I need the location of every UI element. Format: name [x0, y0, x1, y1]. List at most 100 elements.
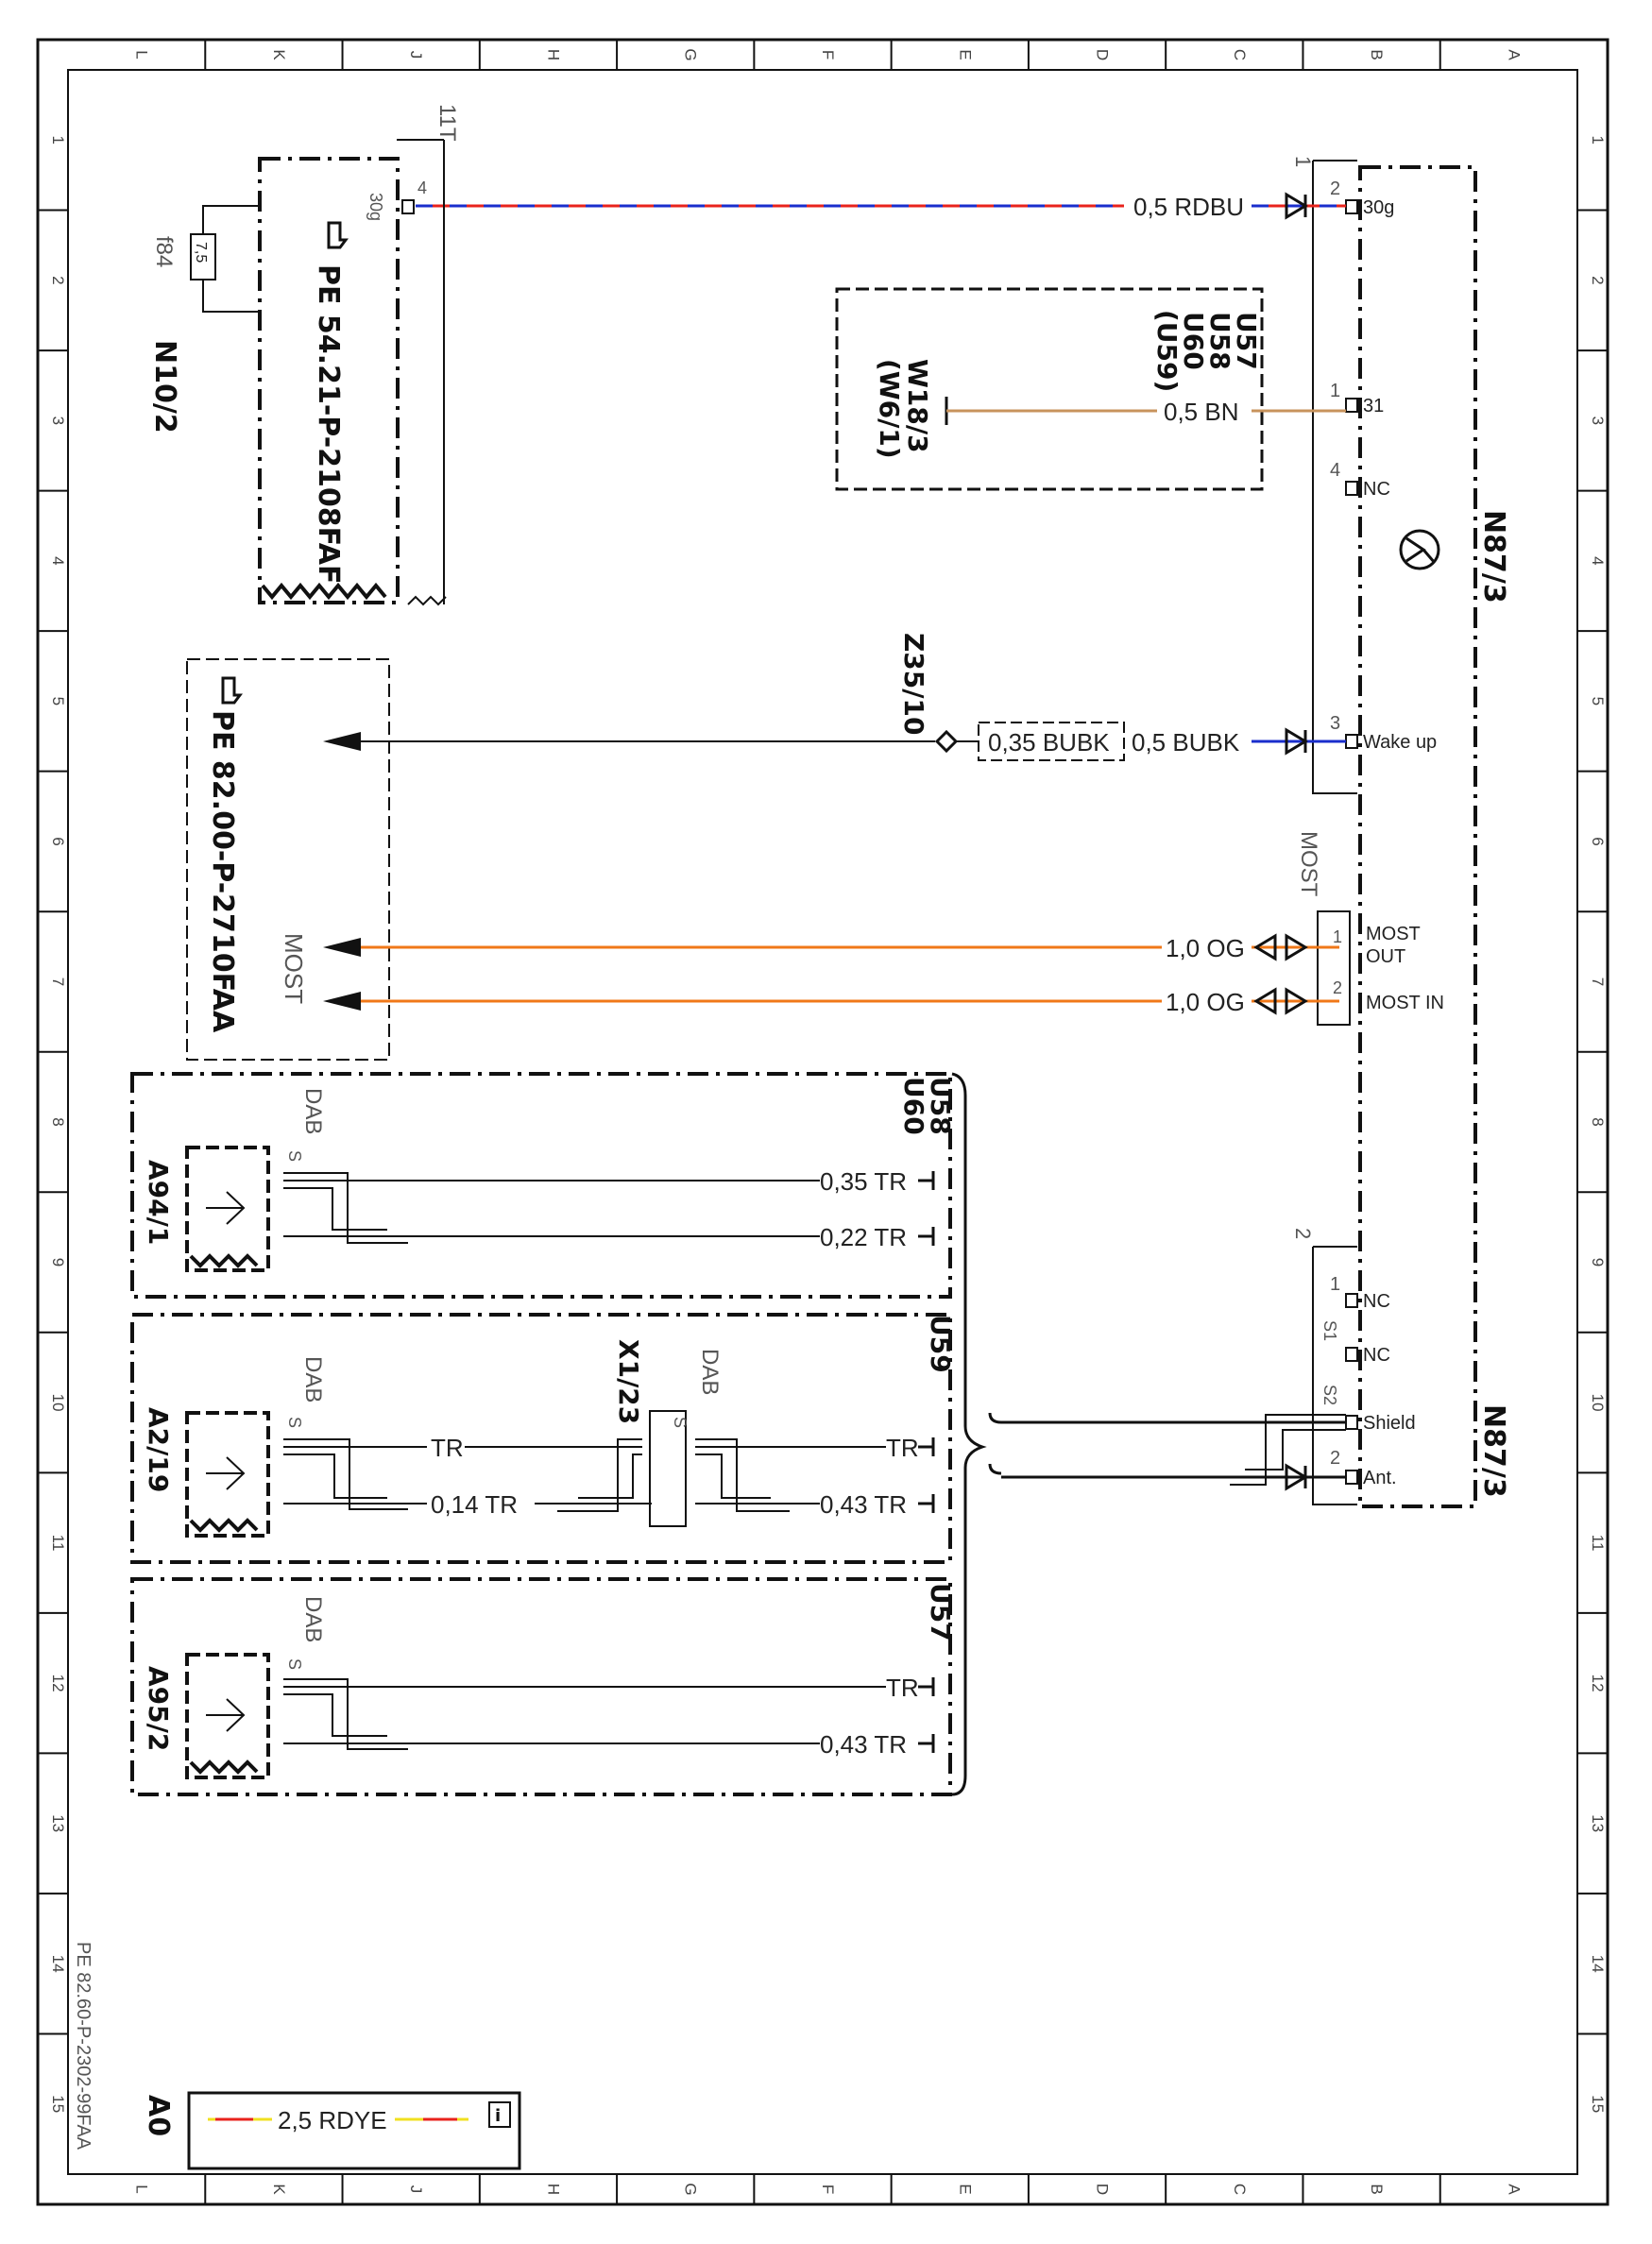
grid-row-left-5: 5: [49, 697, 67, 706]
dab-s-label-u58: S: [285, 1150, 304, 1162]
grid-col-bottom-L: L: [133, 2184, 151, 2193]
wire-og2-label: 1,0 OG: [1166, 988, 1245, 1016]
u-group-u59: (U59): [1151, 310, 1183, 392]
wire-og2-arrow-left: [323, 992, 361, 1011]
w18-label-2: (W6/1): [874, 359, 905, 459]
u58-label: U58: [925, 1077, 956, 1135]
hand-pointer-icon: [327, 221, 349, 249]
dab-s-label-u59: S: [285, 1417, 304, 1428]
most-connector-label: MOST: [1296, 831, 1321, 897]
n87-upper-connector: [1312, 161, 1357, 794]
a952-antenna-box: [185, 1653, 270, 1779]
wire-og1-arrow-left: [323, 938, 361, 957]
wire-og1-label: 1,0 OG: [1166, 934, 1245, 962]
x123-connector-box: [649, 1410, 687, 1527]
pin-30g-label: 30g: [1363, 197, 1394, 218]
grid-col-top-F: F: [819, 50, 837, 60]
grid-row-left-11: 11: [49, 1535, 67, 1552]
grid-row-left-3: 3: [49, 416, 67, 425]
dab-s-label-u57: S: [285, 1658, 304, 1670]
grid-row-left-2: 2: [49, 276, 67, 284]
grid-row-left-6: 6: [49, 837, 67, 845]
x123-shield-left: [557, 1438, 642, 1512]
grid-row-left-12: 12: [49, 1674, 67, 1692]
grid-row-left-8: 8: [49, 1117, 67, 1126]
pin-nc-terminal: [1345, 481, 1358, 496]
grid-row-right-4: 4: [1589, 556, 1607, 565]
wire-u58-1-label: 0,35 TR: [820, 1167, 907, 1196]
u-group-u60: U60: [1178, 312, 1209, 370]
pin-wake-number: 3: [1330, 713, 1340, 734]
u57-label: U57: [925, 1583, 956, 1641]
pin-shield-label: Shield: [1363, 1413, 1416, 1434]
wire-u58-2-label: 0,22 TR: [820, 1223, 907, 1251]
a94-antenna-box: [185, 1146, 270, 1272]
grid-col-bottom-E: E: [956, 2184, 974, 2194]
pin-wake-terminal: [1345, 734, 1358, 749]
x123-label: X1/23: [613, 1339, 644, 1424]
wire-og1-bidir: [1253, 933, 1308, 961]
u57-box: [130, 1577, 952, 1796]
pin-30g-terminal: [1345, 199, 1358, 214]
wire-rdbu-label: 0,5 RDBU: [1133, 193, 1244, 221]
pin-most-in-label: MOST IN: [1366, 993, 1444, 1013]
grid-row-left-1: 1: [49, 136, 67, 144]
footer-doc-id: PE 82.60-P-2302-99FAA: [73, 1942, 94, 2150]
most-label-left: MOST: [280, 933, 308, 1004]
n87-module-outline: [1358, 165, 1477, 1508]
grid-col-top-G: G: [682, 48, 700, 60]
a94-zigzag: [189, 1253, 259, 1268]
u60-label: U60: [898, 1077, 929, 1135]
u57-shield-lines: [283, 1678, 408, 1750]
pin-s2-number: S2: [1320, 1385, 1339, 1405]
a952-antenna-icon: [206, 1698, 246, 1732]
u57-wire1-end: [918, 1677, 935, 1696]
grid-row-left-14: 14: [49, 1955, 67, 1973]
a219-zigzag: [189, 1518, 259, 1533]
grid-row-left-15: 15: [49, 2095, 67, 2113]
grid-row-left-10: 10: [49, 1394, 67, 1412]
label-11t: 11T: [434, 104, 460, 142]
grid-col-top-J: J: [407, 51, 425, 60]
z35-label: Z35/10: [898, 633, 929, 735]
outer-frame: [36, 38, 1609, 2206]
pin-nc-number: 4: [1330, 460, 1340, 481]
fuse-value: 7,5: [193, 242, 209, 263]
a94-label: A94/1: [143, 1160, 174, 1245]
grid-col-top-A: A: [1505, 49, 1523, 60]
u-group-u58: U58: [1204, 312, 1235, 370]
pin-most-out-label-2: OUT: [1366, 946, 1405, 967]
x123-shield-right: [695, 1438, 790, 1512]
grid-row-left-4: 4: [49, 556, 67, 565]
grid-row-right-11: 11: [1589, 1535, 1607, 1552]
a94-antenna-icon: [206, 1191, 246, 1225]
grid-col-bottom-H: H: [544, 2184, 562, 2195]
pin-30g-number: 2: [1330, 178, 1340, 199]
grid-row-right-13: 13: [1589, 1814, 1607, 1832]
wire-u57-tr-label: TR: [886, 1674, 919, 1702]
wire-u59-014-label: 0,14 TR: [431, 1490, 518, 1519]
wire-ant-arrow: [1285, 1463, 1308, 1491]
ref-pe82-text: PE 82.00-P-2710FAA: [206, 710, 239, 1033]
u58-wire2-end: [918, 1227, 935, 1246]
ref-pe54-text: PE 54.21-P-2108FAF: [312, 264, 345, 584]
pin-nc2-terminal: [1345, 1293, 1358, 1308]
grid-col-top-B: B: [1368, 49, 1386, 60]
satellite-radio-icon: [1399, 529, 1440, 570]
most-connector-box: [1317, 910, 1351, 1026]
grid-col-bottom-B: B: [1368, 2184, 1386, 2194]
grid-col-bottom-J: J: [407, 2185, 425, 2194]
grid-col-top-H: H: [544, 49, 562, 60]
grid-col-top-D: D: [1094, 49, 1112, 60]
grid-row-right-5: 5: [1589, 697, 1607, 706]
wire-u59-tr-right-label: TR: [886, 1434, 919, 1462]
x123-s-label: S: [671, 1417, 690, 1428]
n87-antenna-shield: [1230, 1414, 1346, 1486]
n10-module-outline: [258, 157, 400, 604]
n10-pin30g-label: 30g: [366, 193, 385, 221]
grid-row-right-6: 6: [1589, 837, 1607, 845]
grid-row-left-7: 7: [49, 978, 67, 986]
grid-col-top-L: L: [133, 50, 151, 59]
